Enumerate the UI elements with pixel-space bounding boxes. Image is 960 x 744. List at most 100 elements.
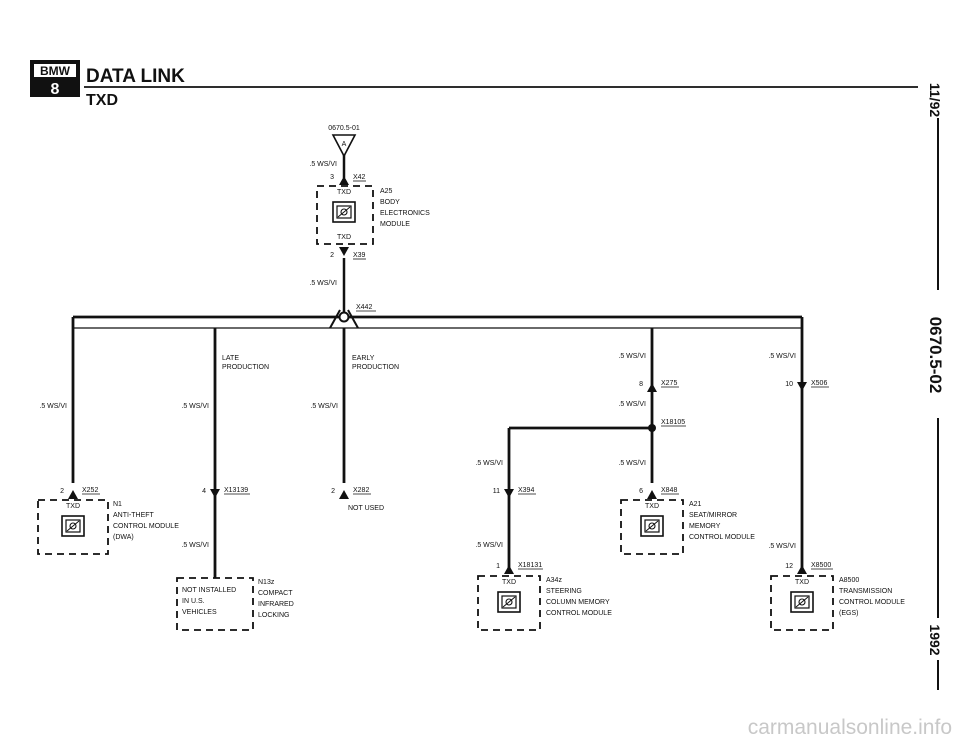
- watermark: carmanualsonline.info: [748, 716, 952, 739]
- conn-x39: X39: [353, 252, 366, 259]
- branch-a8500: .5 WS/VI 10 X506 .5 WS/VI 12 X8500 TXD A…: [768, 353, 905, 631]
- n1-wire: .5 WS/VI: [39, 403, 67, 410]
- a8500-x506-arrow: [797, 382, 807, 391]
- page-title: DATA LINK: [86, 66, 185, 87]
- margin-date: 11/92: [927, 83, 943, 117]
- a34-wire-b: .5 WS/VI: [475, 542, 503, 549]
- pin-x42: 3: [330, 174, 334, 181]
- splice-label: X442: [356, 304, 372, 311]
- a8500-x8500-arrow: [797, 565, 807, 574]
- n13-pin-arrow: [210, 489, 220, 498]
- module-a8500-box: [770, 575, 834, 631]
- n13-wire-a: .5 WS/VI: [181, 403, 209, 410]
- n1-conn: X252: [82, 487, 98, 494]
- n13-wire-b: .5 WS/VI: [181, 542, 209, 549]
- x282-wire: .5 WS/VI: [310, 403, 338, 410]
- a21-pin-x275: 8: [639, 381, 643, 388]
- a8500-line3: (EGS): [839, 610, 858, 617]
- n13-left2: IN U.S.: [182, 598, 205, 605]
- module-a8500-icon: [790, 591, 814, 613]
- a8500-line1: TRANSMISSION: [839, 588, 892, 595]
- a21-wire-a: .5 WS/VI: [618, 353, 646, 360]
- a34-line2: COLUMN MEMORY: [546, 599, 610, 606]
- a21-splice: X18105: [661, 419, 685, 426]
- n1-line1: ANTI-THEFT: [113, 512, 155, 519]
- page-subtitle: TXD: [86, 92, 118, 109]
- module-n1-icon: [61, 515, 85, 537]
- n1-line2: CONTROL MODULE: [113, 523, 179, 530]
- branch-a34: .5 WS/VI 11 X394 .5 WS/VI 1 X18131 TXD A…: [475, 460, 612, 631]
- n13-conn: X13139: [224, 487, 248, 494]
- a34-conn-x394: X394: [518, 487, 534, 494]
- a25-line1: BODY: [380, 199, 400, 206]
- n1-line3: (DWA): [113, 534, 134, 541]
- production-labels: LATE PRODUCTION EARLY PRODUCTION: [222, 355, 399, 371]
- splice-dot: [338, 311, 350, 323]
- splice-x442: X442: [329, 304, 376, 329]
- a34-wire-a: .5 WS/VI: [475, 460, 503, 467]
- a34-x394-arrow: [504, 489, 514, 498]
- n1-txd: TXD: [66, 503, 80, 510]
- n13-right3: LOCKING: [258, 612, 290, 619]
- a21-pin-x848: 6: [639, 488, 643, 495]
- a8500-pin-x506: 10: [785, 381, 793, 388]
- module-a21-box: [620, 499, 684, 555]
- a25-line2: ELECTRONICS: [380, 210, 430, 217]
- a8500-line2: CONTROL MODULE: [839, 599, 905, 606]
- splice-x18105-dot: [648, 424, 656, 432]
- a21-txd: TXD: [645, 503, 659, 510]
- n13-right1: COMPACT: [258, 590, 293, 597]
- a21-x275-arrow: [647, 383, 657, 392]
- a25-txd-out: TXD: [337, 234, 351, 241]
- a8500-conn-x8500: X8500: [811, 562, 831, 569]
- a25-line3: MODULE: [380, 221, 410, 228]
- a25-txd-in: TXD: [337, 189, 351, 196]
- pin-x39-arrow: [339, 247, 349, 256]
- a8500-pin-x8500: 12: [785, 563, 793, 570]
- n13-right2: INFRARED: [258, 601, 294, 608]
- a34-line3: CONTROL MODULE: [546, 610, 612, 617]
- top-connector-group: 0670.5-01 A .5 WS/VI 3 X42: [309, 125, 366, 185]
- margin-year: 1992: [927, 624, 943, 655]
- pin-x39: 2: [330, 252, 334, 259]
- right-margin: 11/92 0670.5-02 1992: [926, 83, 945, 690]
- module-n13-box: [176, 577, 254, 631]
- header: BMW 8 DATA LINK TXD: [30, 60, 918, 109]
- a21-id: A21: [689, 501, 702, 508]
- conn-x42: X42: [353, 174, 366, 181]
- pin-x42-arrow: [339, 176, 349, 185]
- branch-n1: .5 WS/VI 2 X252 TXD N1 ANTI-THEFT CONTRO…: [37, 403, 179, 555]
- branch-x282: .5 WS/VI 2 X282 NOT USED: [310, 403, 384, 512]
- connector-a-label: A: [342, 141, 347, 148]
- early-label-1: EARLY: [352, 355, 375, 362]
- late-label-1: LATE: [222, 355, 239, 362]
- bmw-logo-text: BMW: [40, 64, 71, 78]
- a8500-conn-x506: X506: [811, 380, 827, 387]
- a34-pin-x18131: 1: [496, 563, 500, 570]
- module-a21-icon: [640, 515, 664, 537]
- module-n1-box: [37, 499, 109, 555]
- a21-line3: CONTROL MODULE: [689, 534, 755, 541]
- a21-wire-c: .5 WS/VI: [618, 460, 646, 467]
- n13-id: N13z: [258, 579, 275, 586]
- module-a34-box: [477, 575, 541, 631]
- wire-top-b: .5 WS/VI: [309, 280, 337, 287]
- a34-x18131-arrow: [504, 565, 514, 574]
- n1-pin: 2: [60, 488, 64, 495]
- margin-doc-number: 0670.5-02: [926, 317, 945, 394]
- n13-left3: VEHICLES: [182, 609, 217, 616]
- a34-line1: STEERING: [546, 588, 582, 595]
- a34-id: A34z: [546, 577, 562, 584]
- a34-txd: TXD: [502, 579, 516, 586]
- n1-id: N1: [113, 501, 122, 508]
- a21-x848-arrow: [647, 490, 657, 499]
- a34-conn-x18131: X18131: [518, 562, 542, 569]
- connector-a-triangle: [331, 134, 357, 158]
- a21-line2: MEMORY: [689, 523, 721, 530]
- n13-left1: NOT INSTALLED: [182, 587, 236, 594]
- module-a25-box: [316, 185, 374, 245]
- ref-label: 0670.5-01: [328, 125, 360, 132]
- a34-pin-x394: 11: [493, 488, 500, 495]
- a8500-txd: TXD: [795, 579, 809, 586]
